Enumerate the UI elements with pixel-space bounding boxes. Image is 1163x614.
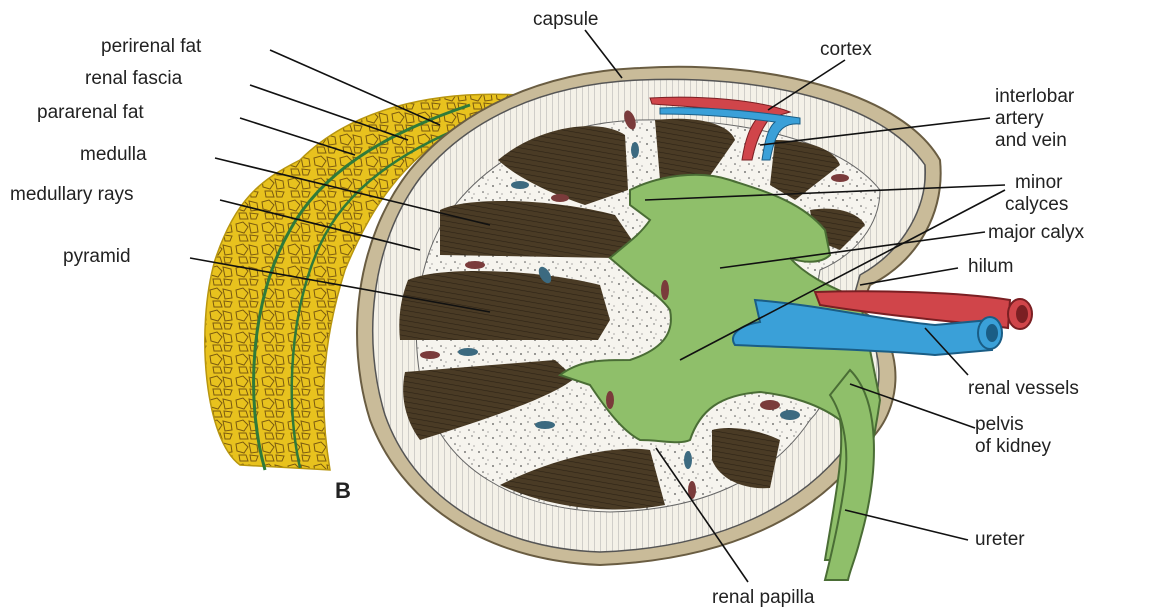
label-minor: minor (1015, 172, 1063, 193)
panel-letter: B (335, 478, 351, 503)
label-medulla: medulla (80, 144, 147, 165)
renal-artery-lumen (1016, 305, 1028, 323)
label-renal-fascia: renal fascia (85, 68, 183, 89)
label-major-calyx: major calyx (988, 222, 1085, 243)
label-interlobar-artery: artery (995, 108, 1044, 129)
label-perirenal-fat: perirenal fat (101, 36, 202, 57)
label-medullary-rays: medullary rays (10, 184, 134, 205)
label-ureter: ureter (975, 529, 1025, 550)
label-hilum: hilum (968, 256, 1013, 277)
label-cortex: cortex (820, 39, 872, 60)
label-renal-vessels: renal vessels (968, 378, 1079, 399)
pyramid-5 (399, 271, 610, 340)
label-pyramid: pyramid (63, 246, 131, 267)
label-interlobar: interlobar (995, 86, 1075, 107)
label-interlobar-vein: and vein (995, 130, 1067, 151)
renal-vein-lumen (986, 324, 998, 342)
label-renal-papilla: renal papilla (712, 587, 815, 608)
label-capsule: capsule (533, 9, 599, 30)
label-pelvis: pelvis (975, 414, 1024, 435)
label-pararenal-fat: pararenal fat (37, 102, 144, 123)
label-calyces: calyces (1005, 194, 1068, 215)
label-of-kidney: of kidney (975, 436, 1052, 457)
